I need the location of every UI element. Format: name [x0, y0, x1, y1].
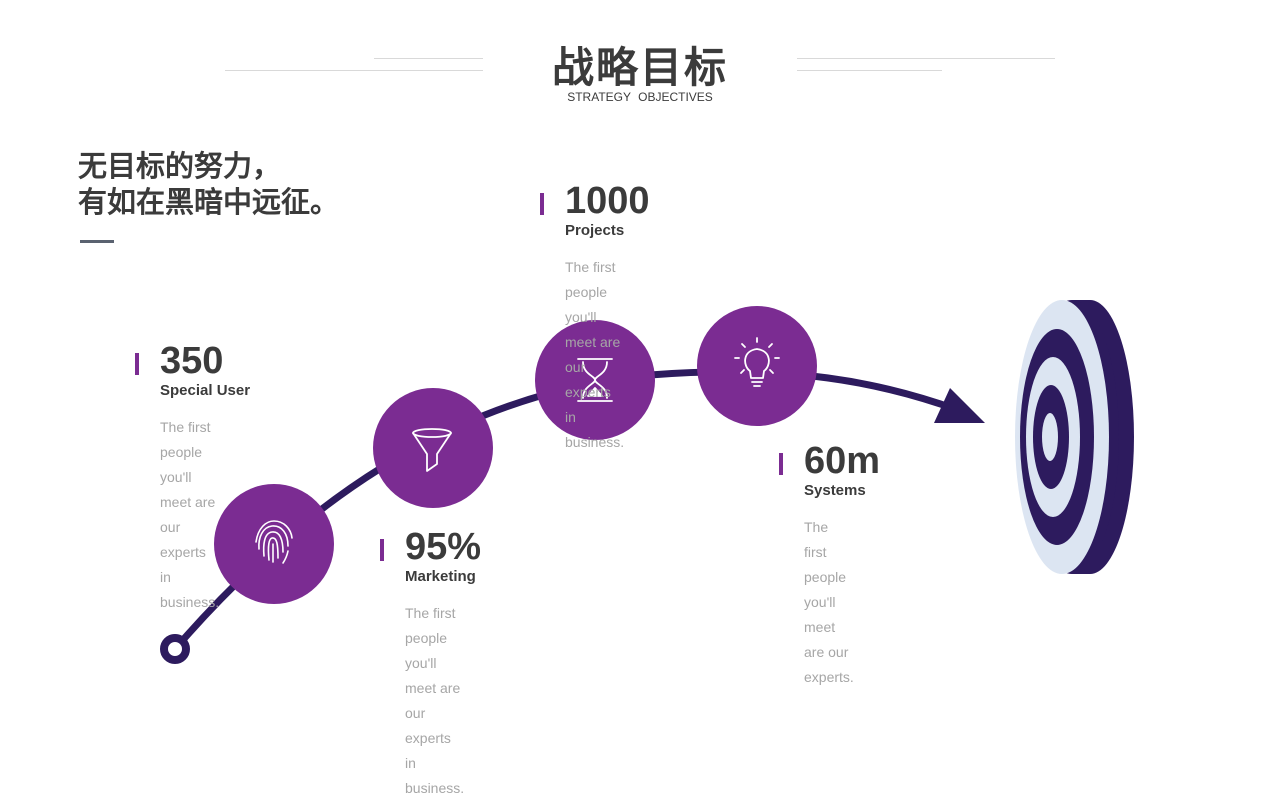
milestone-circle-1: [214, 484, 334, 604]
header-rule-right-long: [797, 58, 1055, 59]
stat-description-line: The first people you'll: [160, 419, 211, 485]
path-arrowhead: [934, 388, 985, 423]
stat-description-line: The first people you'll meet are: [565, 259, 621, 350]
target-icon: [1015, 300, 1134, 574]
stat-description-line: our experts in business.: [565, 359, 625, 450]
stat-label: Projects: [565, 222, 625, 239]
stat-label: Special User: [160, 382, 251, 399]
header-rule-right-short: [797, 70, 942, 71]
milestone-circle-2: [373, 388, 493, 508]
fingerprint-icon: [255, 520, 293, 564]
stat-description-line: are our experts.: [804, 644, 854, 685]
stat-description-line: business.: [160, 594, 220, 610]
header-rule-left-short: [374, 58, 483, 59]
stat-value: 350: [160, 340, 224, 382]
stat-description-line: The first people you'll meet: [804, 519, 847, 635]
stat-label: Marketing: [405, 568, 476, 585]
page-title: 战略目标: [551, 43, 728, 92]
stat-accent-bar: [380, 539, 384, 561]
stat-description: The first people you'll meet are our exp…: [565, 255, 624, 455]
stat-accent-bar: [540, 193, 544, 215]
page-subtitle: STRATEGY OBJECTIVES: [567, 90, 713, 104]
slogan-underline: [80, 240, 114, 243]
slogan-line-1: 无目标的努力，: [78, 149, 282, 183]
stat-description-line: meet are our experts in: [160, 494, 216, 585]
stat-value: 60m: [804, 440, 881, 482]
lightbulb-icon: [734, 337, 780, 387]
funnel-icon: [412, 428, 452, 472]
strategy-graphic: [160, 300, 1134, 664]
stat-description-line: The first people you'll: [405, 605, 456, 671]
stat-description: The first people you'll meet are our exp…: [804, 515, 854, 690]
path-start-ring: [160, 634, 190, 664]
stat-accent-bar: [779, 453, 783, 475]
stat-accent-bar: [135, 353, 139, 375]
stat-label: Systems: [804, 482, 866, 499]
header-rule-left-long: [225, 70, 483, 71]
hourglass-icon: [577, 358, 613, 402]
stat-description: The first people you'll meet are our exp…: [405, 601, 464, 801]
stat-value: 95%: [405, 526, 482, 568]
slogan-line-2: 有如在黑暗中远征。: [78, 185, 340, 219]
stat-description-line: business.: [405, 780, 465, 796]
stat-value: 1000: [565, 180, 650, 222]
stat-description: The first people you'll meet are our exp…: [160, 415, 219, 615]
stat-description-line: meet are our experts in: [405, 680, 461, 771]
slogan: 无目标的努力， 有如在黑暗中远征。: [78, 148, 339, 220]
milestone-circle-4: [697, 306, 817, 426]
